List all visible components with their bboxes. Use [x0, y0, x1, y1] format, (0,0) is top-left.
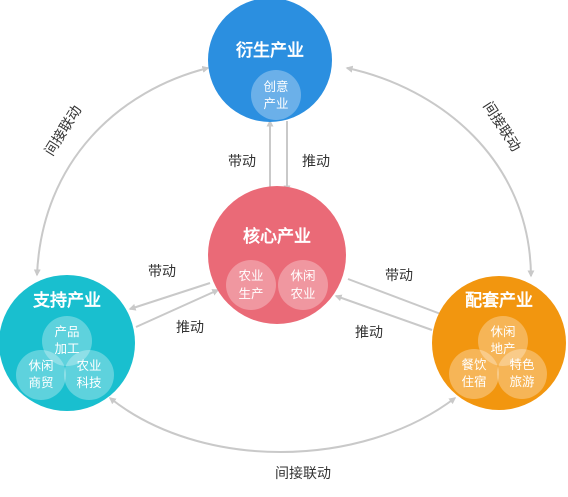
node-top-circle	[208, 0, 332, 122]
node-left-title: 支持产业	[33, 290, 101, 311]
sub-label: 加工	[54, 341, 79, 356]
sub-label: 地产	[490, 341, 515, 356]
sub-bubble	[42, 316, 92, 366]
sub-bubble	[16, 350, 66, 400]
sub-label: 农业	[290, 286, 315, 301]
node-derivative-industry: 衍生产业 创意 产业	[208, 0, 332, 122]
sub-bubble	[278, 260, 328, 310]
sub-label: 创意	[263, 79, 288, 94]
sub-bubble	[64, 350, 114, 400]
label-push-right: 推动	[355, 325, 383, 341]
label-indirect-left: 间接联动	[41, 102, 85, 158]
node-support-industry: 支持产业 产品 加工 休闲 商贸 农业 科技	[0, 275, 135, 411]
sub-label: 农业	[76, 358, 101, 373]
arrow-center-to-right	[347, 278, 448, 318]
sub-label: 休闲	[28, 358, 53, 373]
label-indirect-bottom: 间接联动	[275, 465, 331, 482]
node-right-circle	[432, 276, 566, 410]
node-supporting-facilities-industry: 配套产业 休闲 地产 餐饮 住宿 特色 旅游	[432, 276, 566, 410]
sub-label: 生产	[238, 286, 263, 301]
arrow-right-to-center	[334, 294, 433, 331]
sub-bubble	[478, 316, 528, 366]
sub-label: 休闲	[490, 324, 515, 339]
sub-label: 特色	[509, 357, 535, 372]
sub-label: 产品	[54, 324, 79, 339]
sub-bubble	[251, 70, 301, 120]
label-drive-top: 带动	[228, 154, 256, 170]
node-right-title: 配套产业	[465, 290, 533, 311]
arrow-center-to-left	[128, 282, 211, 311]
node-left-circle	[0, 275, 135, 411]
sub-label: 产业	[263, 96, 288, 111]
label-indirect-right: 间接联动	[479, 98, 524, 154]
label-push-top: 推动	[302, 154, 330, 170]
label-push-left: 推动	[176, 320, 204, 336]
node-top-title: 衍生产业	[236, 40, 304, 61]
node-core-industry: 核心产业 农业 生产 休闲 农业	[208, 186, 346, 324]
sub-label: 住宿	[461, 374, 486, 389]
label-drive-right: 带动	[385, 268, 413, 284]
sub-bubble	[226, 260, 276, 310]
arc-top-right	[345, 65, 535, 278]
node-center-title: 核心产业	[243, 226, 311, 247]
node-center-circle	[208, 186, 346, 324]
sub-label: 科技	[76, 375, 102, 390]
sub-label: 餐饮	[461, 357, 487, 372]
label-drive-left: 带动	[148, 264, 176, 280]
sub-label: 休闲	[290, 268, 315, 283]
arc-bottom	[108, 397, 457, 453]
arc-top-left	[33, 65, 210, 277]
sub-label: 农业	[238, 268, 263, 283]
sub-label: 商贸	[28, 375, 53, 390]
sub-label: 旅游	[509, 374, 535, 389]
arrow-left-to-center	[135, 289, 220, 328]
sub-bubble	[449, 349, 499, 399]
sub-bubble	[497, 349, 547, 399]
